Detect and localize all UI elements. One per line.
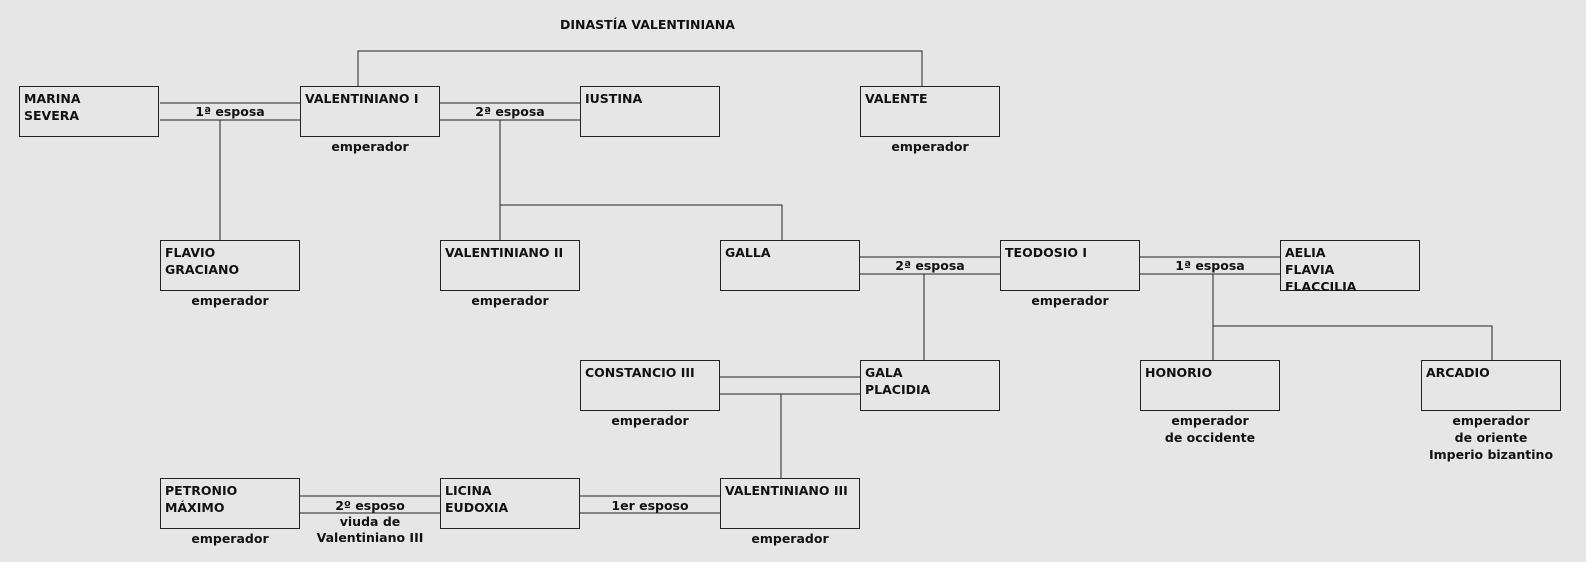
caption-valentiniano-ii: emperador: [471, 293, 549, 308]
marriage-label-marina-valentiniano: 1ª esposa: [195, 104, 265, 119]
person-licina-eudoxia: LICINA EUDOXIA: [440, 478, 580, 529]
marriage-label-licina-valentiniano-iii: 1er esposo: [611, 498, 689, 513]
caption-petronio-maximo: emperador: [191, 531, 269, 546]
person-gala-placidia: GALA PLACIDIA: [860, 360, 1000, 411]
marriage-label-teodosio-aelia: 1ª esposa: [1175, 258, 1245, 273]
person-honorio: HONORIO: [1140, 360, 1280, 411]
caption-teodosio-i: emperador: [1031, 293, 1109, 308]
person-constancio-iii: CONSTANCIO III: [580, 360, 720, 411]
caption-valentiniano-iii: emperador: [751, 531, 829, 546]
person-valente: VALENTE: [860, 86, 1000, 137]
caption-graciano: emperador: [191, 293, 269, 308]
caption-honorio: emperador de occidente: [1164, 413, 1256, 445]
person-flavio-graciano: FLAVIO GRACIANO: [160, 240, 300, 291]
marriage-label-galla-teodosio: 2ª esposa: [895, 258, 965, 273]
marriage-label-petronio-licina: 2º esposo viuda de Valentiniano III: [316, 498, 424, 545]
person-teodosio-i: TEODOSIO I: [1000, 240, 1140, 291]
caption-valentiniano-i: emperador: [331, 139, 409, 154]
person-valentiniano-iii: VALENTINIANO III: [720, 478, 860, 529]
caption-constancio-iii: emperador: [611, 413, 689, 428]
diagram-title: DINASTÍA VALENTINIANA: [560, 17, 735, 32]
person-arcadio: ARCADIO: [1421, 360, 1561, 411]
person-iustina: IUSTINA: [580, 86, 720, 137]
person-valentiniano-i: VALENTINIANO I: [300, 86, 440, 137]
caption-arcadio: emperador de oriente Imperio bizantino: [1428, 413, 1554, 462]
marriage-label-valentiniano-iustina: 2ª esposa: [475, 104, 545, 119]
person-petronio-maximo: PETRONIO MÁXIMO: [160, 478, 300, 529]
person-galla: GALLA: [720, 240, 860, 291]
person-valentiniano-ii: VALENTINIANO II: [440, 240, 580, 291]
person-aelia-flavia-flaccilia: AELIA FLAVIA FLACCILIA: [1280, 240, 1420, 294]
person-marina-severa: MARINA SEVERA: [19, 86, 159, 137]
caption-valente: emperador: [891, 139, 969, 154]
